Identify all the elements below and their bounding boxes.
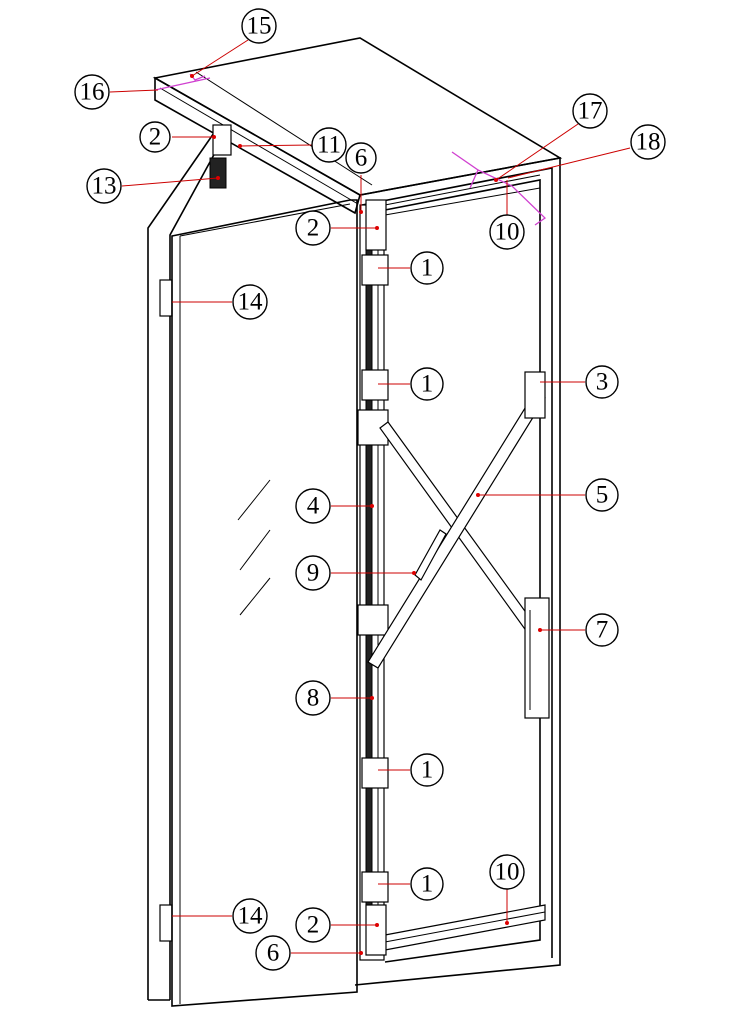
callout-7: 7 xyxy=(585,613,619,647)
callout-1: 1 xyxy=(410,753,444,787)
callout-number: 13 xyxy=(92,173,117,200)
callout-11: 11 xyxy=(311,127,347,163)
callout-number: 10 xyxy=(495,219,520,246)
glass-door xyxy=(171,199,358,1007)
callout-18: 18 xyxy=(630,124,666,160)
cabinet-frame xyxy=(354,157,561,986)
callout-1: 1 xyxy=(410,367,444,401)
callout-2: 2 xyxy=(295,210,331,246)
callout-number: 1 xyxy=(421,871,434,898)
callout-number: 7 xyxy=(596,617,609,644)
callout-2: 2 xyxy=(295,907,331,943)
callout-number: 14 xyxy=(238,903,264,930)
scissor-arms xyxy=(367,371,550,719)
callout-10: 10 xyxy=(489,214,525,250)
callout-number: 6 xyxy=(355,145,368,172)
callout-14: 14 xyxy=(232,898,268,934)
callout-number: 14 xyxy=(238,289,264,316)
callout-number: 6 xyxy=(267,940,280,967)
callout-14: 14 xyxy=(232,284,268,320)
callout-number: 15 xyxy=(247,13,272,40)
callout-number: 1 xyxy=(421,255,434,282)
callout-6: 6 xyxy=(255,935,291,971)
callout-number: 4 xyxy=(307,493,320,520)
callout-number: 16 xyxy=(80,79,105,106)
callout-number: 1 xyxy=(421,757,434,784)
callout-13: 13 xyxy=(86,168,122,204)
folding-side-panel xyxy=(147,129,223,1001)
callout-1: 1 xyxy=(410,867,444,901)
callout-number: 18 xyxy=(636,129,661,156)
callout-number: 2 xyxy=(307,215,320,242)
callout-number: 2 xyxy=(307,912,320,939)
callout-number: 9 xyxy=(307,560,320,587)
callout-number: 5 xyxy=(596,482,609,509)
leader-lines xyxy=(109,39,631,955)
callout-3: 3 xyxy=(585,365,619,399)
callout-number: 8 xyxy=(307,685,320,712)
callout-number: 3 xyxy=(596,369,609,396)
callout-number: 11 xyxy=(317,132,341,159)
callout-6: 6 xyxy=(345,142,377,174)
callout-4: 4 xyxy=(295,488,331,524)
callout-number: 1 xyxy=(421,371,434,398)
callout-number: 17 xyxy=(578,98,603,125)
callout-2: 2 xyxy=(139,121,171,153)
callout-10: 10 xyxy=(489,854,525,890)
callout-5: 5 xyxy=(585,478,619,512)
callout-8: 8 xyxy=(295,680,331,716)
callout-number: 2 xyxy=(149,124,162,151)
callout-16: 16 xyxy=(74,74,110,110)
callout-17: 17 xyxy=(572,93,608,129)
callout-1: 1 xyxy=(410,251,444,285)
callout-number: 10 xyxy=(495,859,520,886)
hinge-column xyxy=(357,199,389,961)
callout-9: 9 xyxy=(295,555,331,591)
callout-15: 15 xyxy=(241,8,277,44)
